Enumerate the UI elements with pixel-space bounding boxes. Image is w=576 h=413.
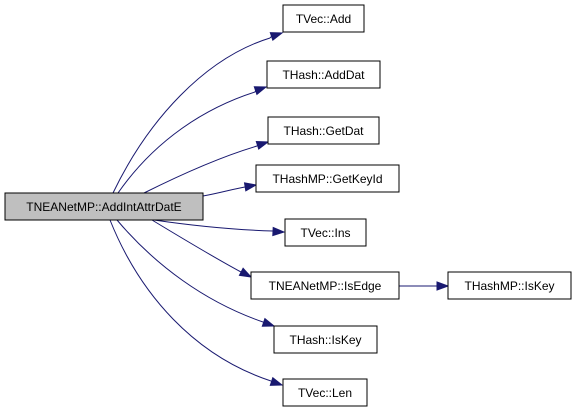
node-thash-adddat[interactable]: THash::AddDat <box>266 60 381 89</box>
node-tneanetmp-isedge[interactable]: TNEANetMP::IsEdge <box>250 271 400 300</box>
node-tvec-len[interactable]: TVec::Len <box>282 378 368 407</box>
arrowhead-root-to-n6 <box>238 267 253 278</box>
node-thashmp-iskey-box <box>447 271 572 300</box>
arrowhead-root-to-n2 <box>253 86 268 96</box>
node-root[interactable]: TNEANetMP::AddIntAttrDatE <box>4 192 204 221</box>
node-thashmp-getkeyid-label: THashMP::GetKeyId <box>272 172 382 186</box>
arrowhead-root-to-n9 <box>269 376 284 386</box>
node-tvec-add[interactable]: TVec::Add <box>282 4 365 33</box>
node-thash-getdat[interactable]: THash::GetDat <box>267 116 380 145</box>
edge-tail-root-to-n1 <box>269 36 272 39</box>
node-thash-adddat-label: THash::AddDat <box>282 68 365 82</box>
node-thash-adddat-box <box>266 60 381 89</box>
node-tneanetmp-isedge-box <box>250 271 400 300</box>
arrowhead-root-to-n8 <box>261 317 276 327</box>
edge-root-to-n8 <box>116 219 264 323</box>
node-thashmp-getkeyid-box <box>255 164 400 193</box>
node-tvec-add-box <box>282 4 365 33</box>
arrowhead-root-to-n4 <box>243 182 258 192</box>
node-tvec-ins[interactable]: TVec::Ins <box>284 218 367 247</box>
node-thash-getdat-box <box>267 116 380 145</box>
node-thashmp-iskey[interactable]: THashMP::IsKey <box>447 271 572 300</box>
node-thash-getdat-label: THash::GetDat <box>283 124 364 138</box>
edge-root-to-n5 <box>153 219 274 232</box>
node-thashmp-iskey-label: THashMP::IsKey <box>464 279 554 293</box>
edge-tail-root-to-n9 <box>270 380 272 382</box>
edge-root-to-n1 <box>112 37 271 194</box>
nodes-layer: TNEANetMP::AddIntAttrDatE TVec::Add THas… <box>4 4 572 407</box>
edges-layer <box>109 32 450 386</box>
node-tvec-len-label: TVec::Len <box>298 386 352 400</box>
node-tvec-ins-label: TVec::Ins <box>300 226 350 240</box>
edge-root-to-n4 <box>202 186 246 197</box>
node-tneanetmp-isedge-label: TNEANetMP::IsEdge <box>269 279 382 293</box>
edge-root-to-n2 <box>117 91 256 194</box>
node-tvec-ins-box <box>284 218 367 247</box>
node-tvec-len-box <box>282 378 368 407</box>
node-tvec-add-label: TVec::Add <box>296 12 351 26</box>
edge-tail-root-to-n3 <box>256 145 258 147</box>
node-thashmp-getkeyid[interactable]: THashMP::GetKeyId <box>255 164 400 193</box>
arrowhead-root-to-n5 <box>272 226 286 237</box>
node-thash-iskey[interactable]: THash::IsKey <box>273 325 378 354</box>
arrowhead-root-to-n1 <box>269 32 284 42</box>
edge-root-to-n6 <box>151 219 242 273</box>
node-thash-iskey-box <box>273 325 378 354</box>
edge-root-to-n9 <box>109 219 272 382</box>
node-root-box <box>4 192 204 221</box>
node-thash-iskey-label: THash::IsKey <box>289 333 361 347</box>
node-root-label: TNEANetMP::AddIntAttrDatE <box>26 200 181 214</box>
arrowhead-n6-to-n7 <box>436 281 450 291</box>
arrowhead-root-to-n3 <box>255 140 270 150</box>
edge-tail-root-to-n2 <box>254 90 257 93</box>
edge-root-to-n3 <box>143 145 258 194</box>
